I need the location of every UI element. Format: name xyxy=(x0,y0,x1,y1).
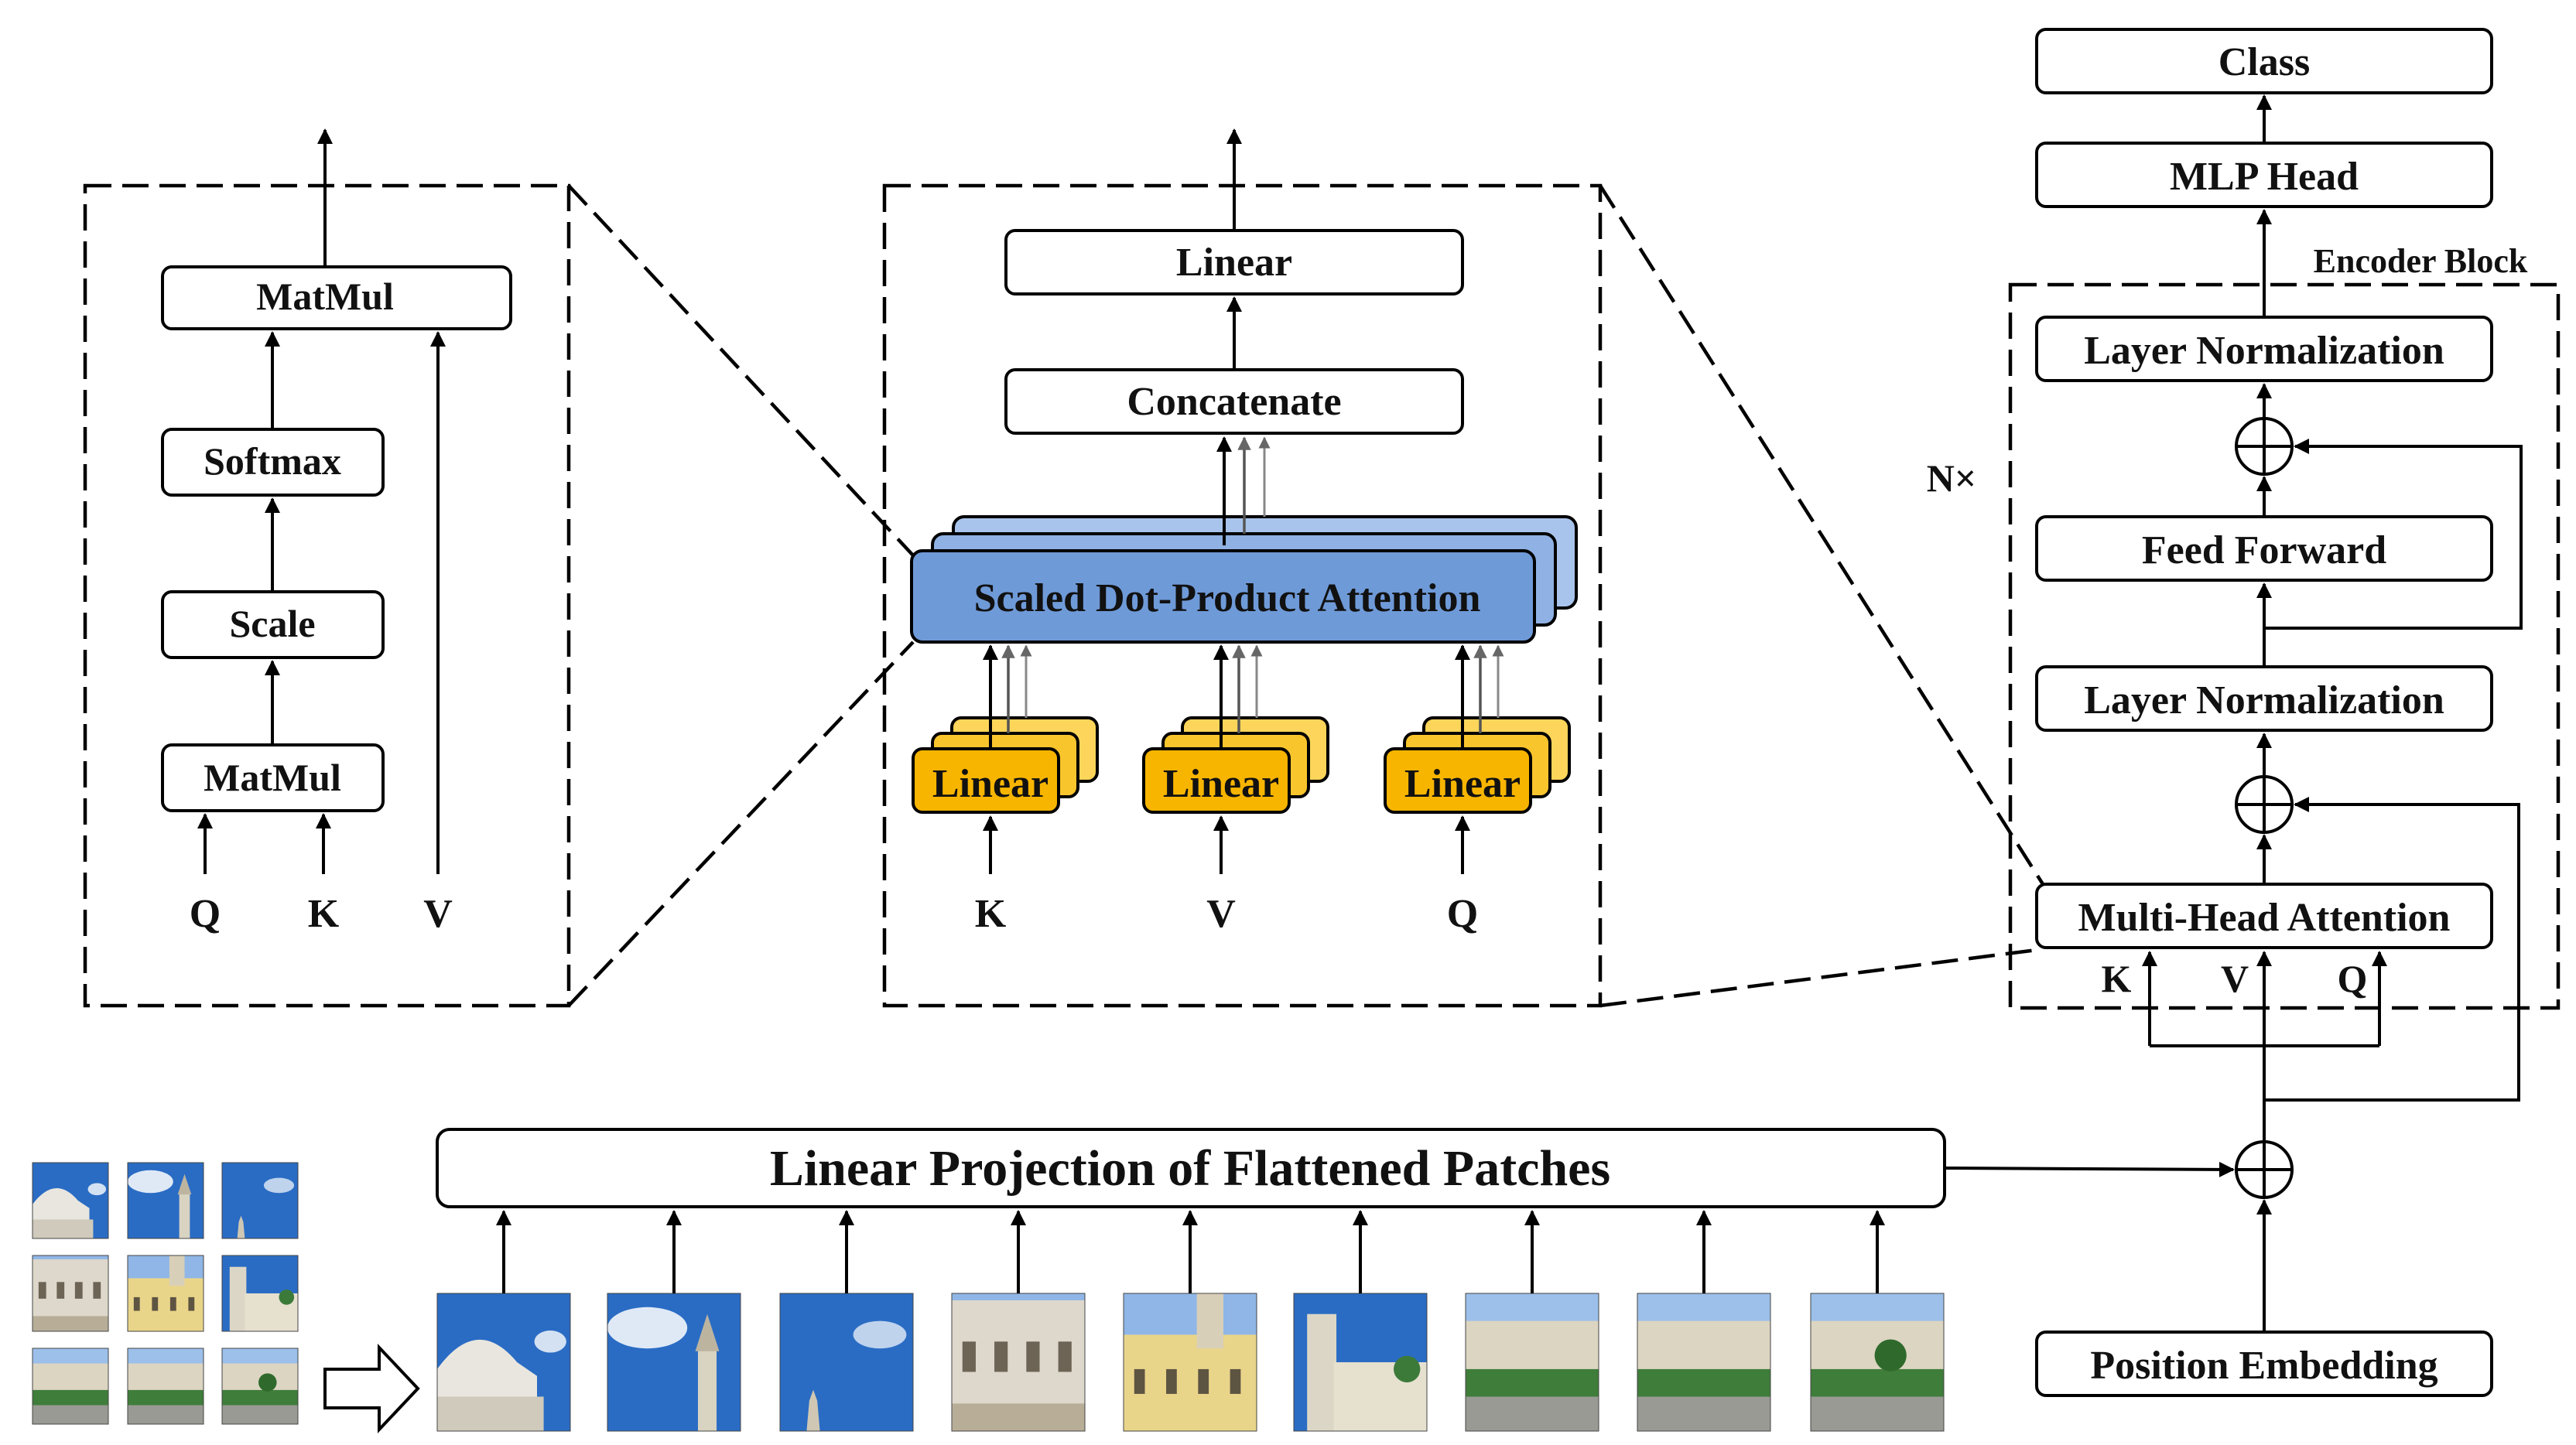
mh-input-v-label: V xyxy=(1206,892,1236,936)
mlp-head-box xyxy=(2035,142,2493,208)
linear-stack-k: Linear xyxy=(912,644,1099,814)
input-q-label: Q xyxy=(190,892,221,936)
feed-forward-box xyxy=(2035,515,2493,582)
repeat-count-label: N× xyxy=(1927,456,1977,500)
concatenate-box xyxy=(1004,368,1464,435)
multihead-detail-border xyxy=(882,183,1603,1008)
input-k-label: K xyxy=(308,892,340,936)
encoder-panel: Class MLP Head Encoder Block N× Layer No… xyxy=(1927,28,2561,1397)
position-embedding-box xyxy=(2035,1331,2493,1397)
matmul-top-label: MatMul xyxy=(256,275,394,318)
image-patch xyxy=(32,1162,109,1239)
image-patch xyxy=(127,1348,204,1425)
image-patch xyxy=(221,1348,299,1425)
layer-norm-bottom-label: Layer Normalization xyxy=(2084,678,2444,722)
flattened-patch-row xyxy=(436,1210,1945,1432)
linear-k-label: Linear xyxy=(932,762,1049,806)
multihead-detail-panel: Linear Concatenate Scaled Dot-Product At… xyxy=(882,128,1603,1008)
mha-input-v-label: V xyxy=(2221,957,2249,1000)
sdpa-label: Scaled Dot-Product Attention xyxy=(974,576,1481,620)
image-patch xyxy=(607,1293,741,1432)
image-patch xyxy=(1810,1293,1945,1432)
softmax-label: Softmax xyxy=(204,439,341,483)
mh-input-q-label: Q xyxy=(1447,892,1478,936)
linear-v-label: Linear xyxy=(1163,762,1279,806)
patch-projection-section: Linear Projection of Flattened Patches xyxy=(32,1128,2235,1434)
image-patch-grid xyxy=(32,1162,299,1425)
mh-input-k-label: K xyxy=(975,892,1007,936)
class-label: Class xyxy=(2219,40,2310,84)
linear-out-box xyxy=(1004,229,1464,295)
scale-box xyxy=(161,590,385,659)
image-patch xyxy=(1293,1293,1428,1432)
class-box xyxy=(2035,28,2493,94)
linear-stack-q: Linear xyxy=(1384,644,1571,814)
layer-norm-top-label: Layer Normalization xyxy=(2084,329,2444,373)
position-embedding-label: Position Embedding xyxy=(2090,1344,2437,1388)
matmul-bottom-label: MatMul xyxy=(204,756,341,799)
multi-head-attention-box xyxy=(2035,883,2493,949)
zoom-line-upper-right xyxy=(1599,184,2044,886)
sdpa-box xyxy=(910,549,1536,644)
linear-stack-v: Linear xyxy=(1142,644,1329,814)
image-patch xyxy=(951,1293,1086,1432)
image-patch xyxy=(1465,1293,1599,1432)
mha-input-k-label: K xyxy=(2102,957,2132,1000)
zoom-line-lower-left xyxy=(567,641,915,1007)
linear-projection-label: Linear Projection of Flattened Patches xyxy=(770,1140,1610,1197)
flatten-arrow-icon xyxy=(323,1343,420,1434)
image-patch xyxy=(127,1162,204,1239)
linear-v-box xyxy=(1142,747,1291,814)
layer-norm-top-box xyxy=(2035,316,2493,382)
feed-forward-label: Feed Forward xyxy=(2142,528,2386,572)
image-patch xyxy=(779,1293,914,1432)
encoder-block-title: Encoder Block xyxy=(2314,242,2528,280)
attention-detail-panel: MatMul Softmax Scale MatMul Q K V xyxy=(83,128,571,1008)
mlp-head-label: MLP Head xyxy=(2170,155,2359,199)
mha-input-q-label: Q xyxy=(2338,957,2368,1000)
image-patch xyxy=(221,1162,299,1239)
image-patch xyxy=(436,1293,571,1432)
image-patch xyxy=(127,1255,204,1332)
matmul-top-box xyxy=(161,265,512,330)
image-patch xyxy=(32,1348,109,1425)
attention-detail-border xyxy=(83,183,571,1008)
softmax-box xyxy=(161,428,385,497)
linear-k-box xyxy=(912,747,1060,814)
matmul-bottom-box xyxy=(161,743,385,812)
input-v-label: V xyxy=(423,892,453,936)
zoom-line-upper-left xyxy=(567,184,915,557)
image-patch xyxy=(1123,1293,1257,1432)
linear-q-box xyxy=(1384,747,1532,814)
encoder-block-border xyxy=(2008,282,2561,1010)
image-patch xyxy=(221,1255,299,1332)
linear-q-label: Linear xyxy=(1404,762,1521,806)
zoom-line-lower-right xyxy=(1599,948,2037,1008)
image-patch xyxy=(32,1255,109,1332)
linear-out-label: Linear xyxy=(1176,241,1292,285)
multi-head-attention-label: Multi-Head Attention xyxy=(2078,896,2451,940)
layer-norm-bottom-box xyxy=(2035,665,2493,732)
concatenate-label: Concatenate xyxy=(1127,380,1341,424)
scale-label: Scale xyxy=(229,602,315,645)
image-patch xyxy=(1637,1293,1771,1432)
